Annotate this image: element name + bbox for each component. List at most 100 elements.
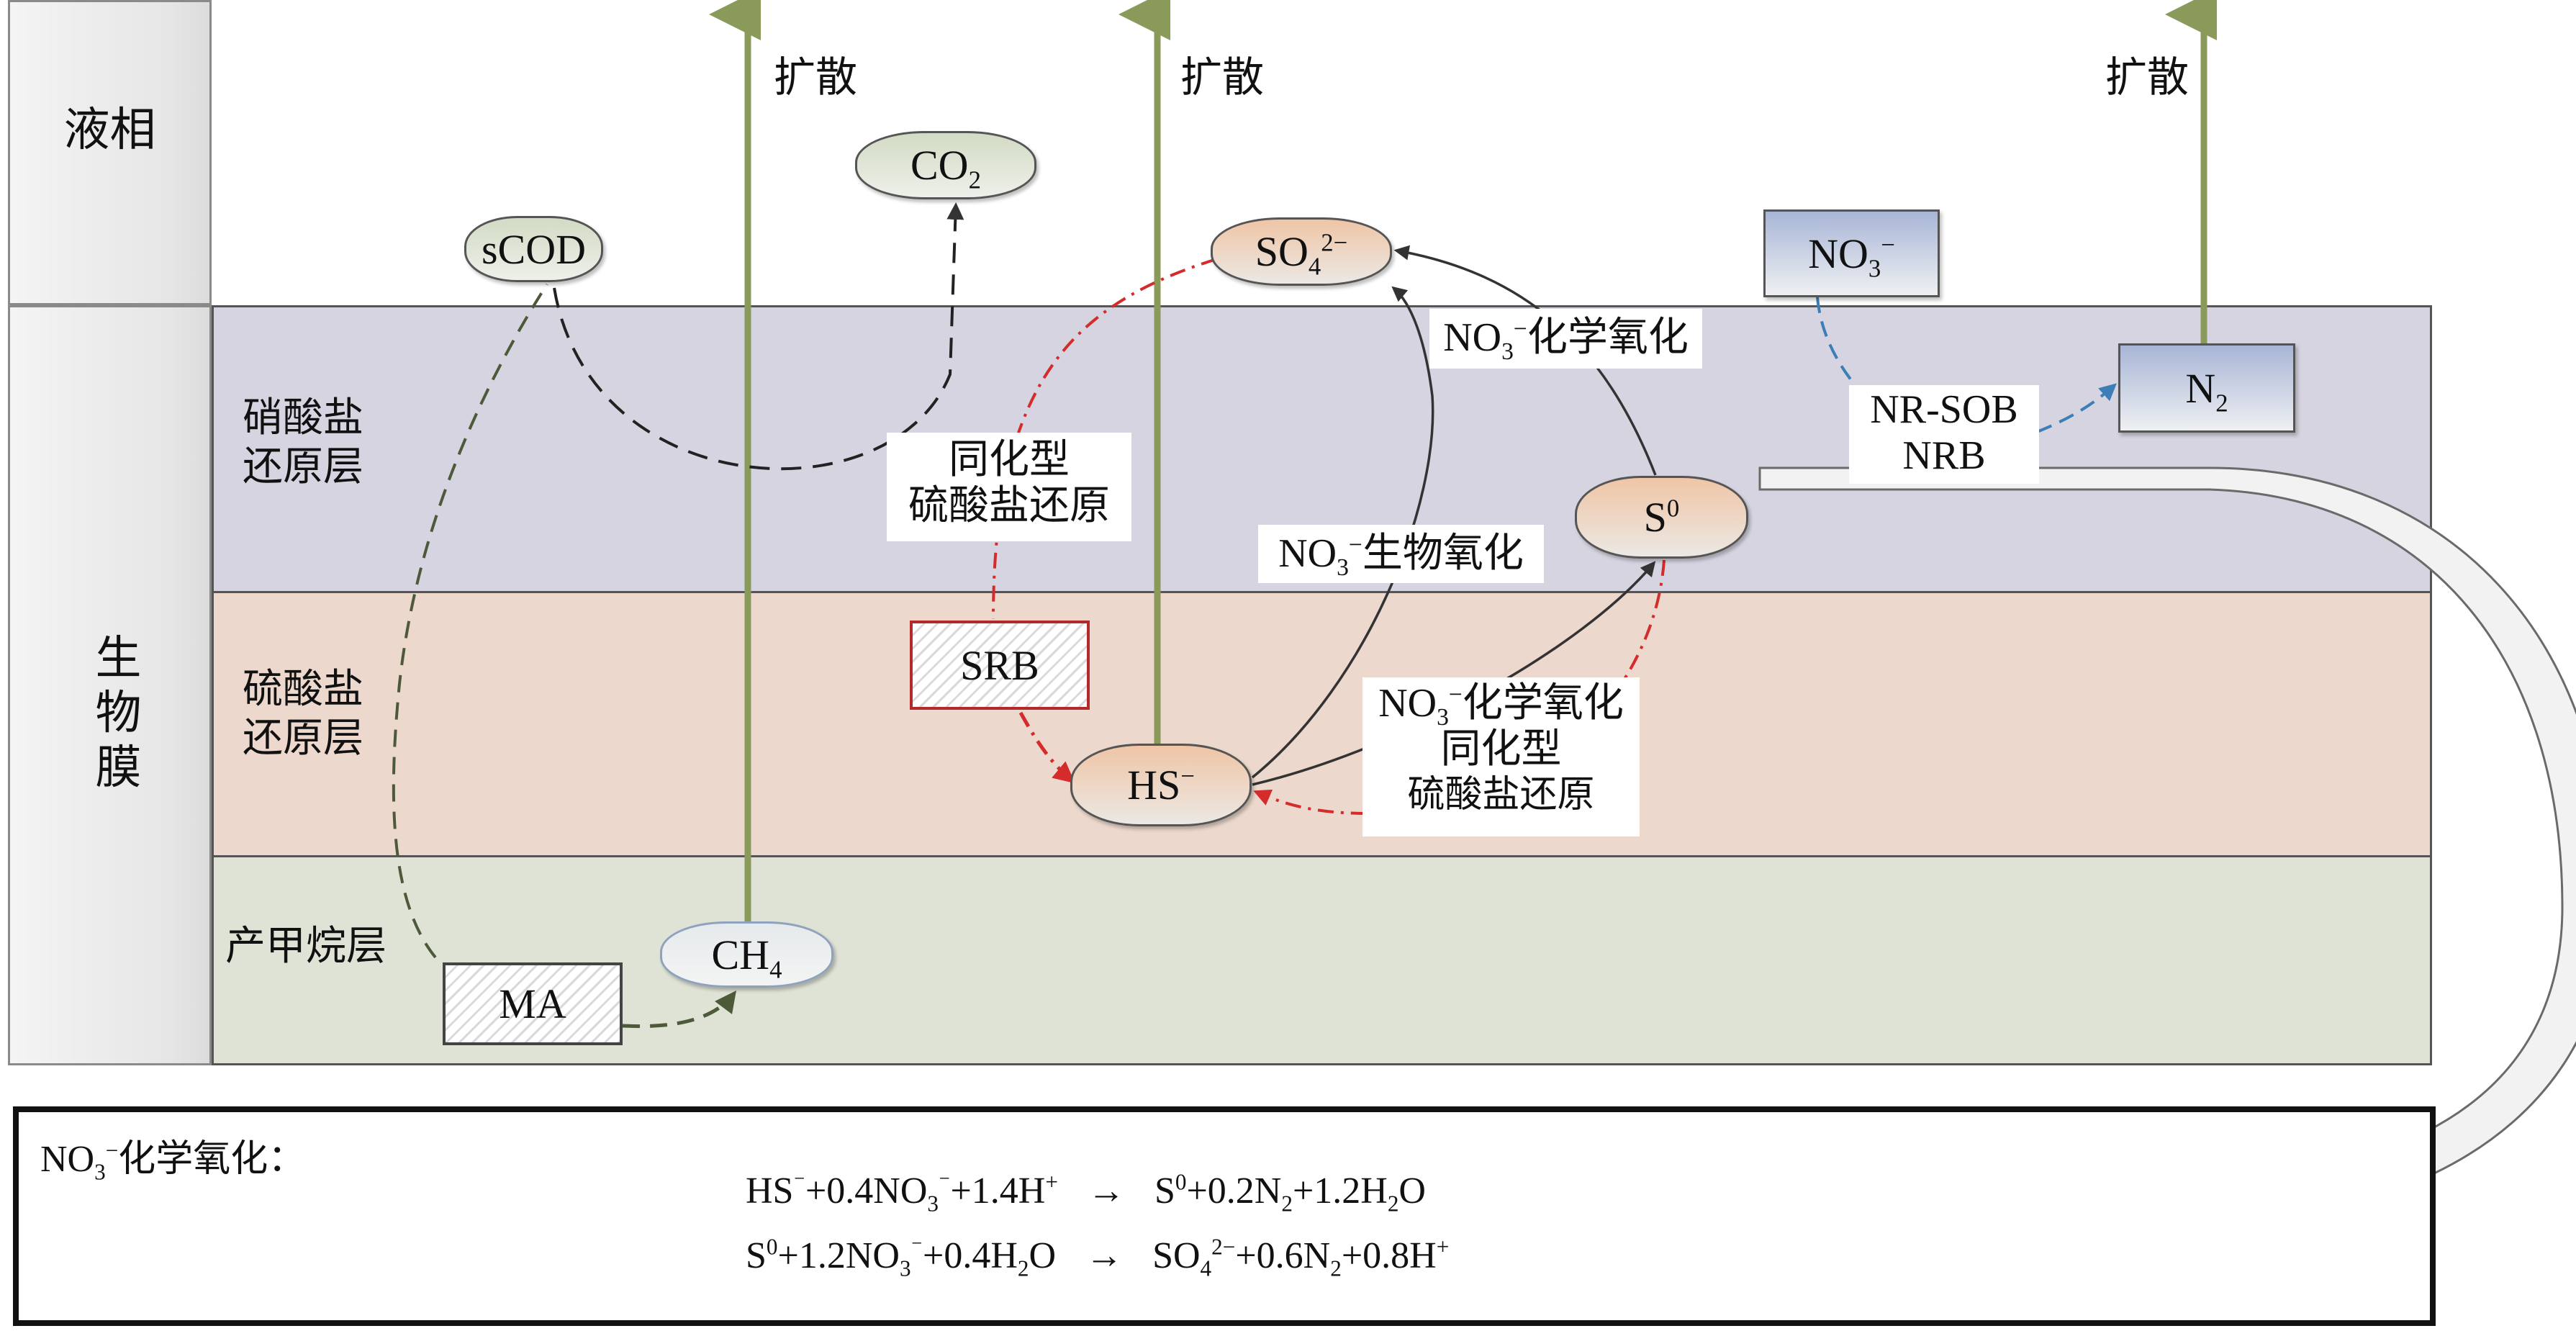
equations-eq2-lhs-4: ⁻: [910, 1234, 923, 1260]
nitrate-layer-label: 硝酸盐 还原层: [243, 394, 363, 492]
equations-eq1-lhs-2: +0.4NO: [805, 1170, 928, 1212]
no3-node: NO3−: [1763, 209, 1940, 297]
nr-sob-text: NR-SOB: [1870, 387, 2018, 432]
diffusion-label-hs: 扩散: [1180, 54, 1265, 101]
species-no3-base: NO: [1808, 230, 1868, 277]
species-n2-base: N: [2185, 364, 2216, 412]
species-so4-sup: 2−: [1321, 228, 1348, 257]
equations-eq2-rhs-6: +: [1436, 1234, 1450, 1260]
hs-text: HS−: [1127, 761, 1195, 809]
ma-box: MA: [443, 962, 623, 1045]
sulfate-reduction-layer: 硫酸盐 还原层: [212, 591, 2432, 857]
equations-box: NO3−化学氧化： HS⁻+0.4NO3⁻+1.4H+ → S0+0.2N2+1…: [13, 1106, 2436, 1326]
species-no3-base: NO: [40, 1139, 95, 1180]
s0-node: S0: [1575, 476, 1748, 559]
species-no3-sup: −: [105, 1137, 119, 1163]
scod-to-co2-arrow: [553, 202, 964, 471]
process-labels-no3-chem-oxidation: 化学氧化: [1462, 681, 1624, 726]
nitrate-layer-label-line1: 硝酸盐: [243, 396, 363, 441]
equations-title: NO3−化学氧化：: [40, 1128, 306, 1185]
equations-eq1-lhs-6: +: [1045, 1169, 1058, 1195]
assim-line1: 同化型: [949, 438, 1070, 482]
species-no3-sub: 3: [1337, 554, 1349, 582]
ch4-text: CH4: [711, 931, 782, 982]
nitrate-layer-label-line2: 还原层: [243, 445, 363, 489]
nr-sob-nrb-label: NR-SOB NRB: [1849, 385, 2039, 484]
species-no3-sub: 3: [1437, 704, 1449, 731]
species-s0-base: S: [1643, 494, 1667, 541]
species-so4-base: SO: [1255, 228, 1309, 275]
ma-to-scod-path: [392, 283, 548, 959]
equations-eq1-rhs-0: S: [1154, 1170, 1175, 1212]
srb-to-hs-arrow: [1018, 711, 1075, 784]
srb-text: SRB: [960, 641, 1039, 689]
lower-chem-oxidation: NO3−化学氧化: [1362, 680, 1640, 729]
equations-eq2-rhs-5: +0.8H: [1341, 1235, 1437, 1276]
ch4-node: CH4: [660, 921, 833, 988]
diffusion-label-n2: 扩散: [2105, 54, 2189, 101]
n2-node: N2: [2118, 343, 2295, 433]
equations-eq2-lhs-2: +1.2NO: [777, 1235, 900, 1276]
species-co2-base: CO: [910, 142, 969, 189]
srb-box: SRB: [910, 621, 1090, 710]
species-no3-sub: 3: [94, 1159, 106, 1185]
scod-text: sCOD: [481, 225, 587, 273]
scod-node: sCOD: [464, 216, 603, 282]
species-no3-base: NO: [1443, 315, 1502, 360]
equations-eq2-rhs-4: 2: [1330, 1255, 1342, 1281]
assimilatory-sulfate-reduction-label: 同化型 硫酸盐还原: [887, 433, 1131, 541]
sulfate-layer-label-line1: 硫酸盐: [243, 667, 363, 712]
hs-to-so4-bio-oxidation-arrow: [1251, 286, 1434, 779]
equations-eq2-rhs-0: SO: [1152, 1235, 1201, 1276]
liquid-phase-zone: 液相: [8, 0, 212, 305]
ma-text: MA: [499, 980, 566, 1027]
species-no3-sub: 3: [1868, 254, 1881, 283]
biofilm-zone: 生物膜: [8, 305, 212, 1065]
lower-process-label: NO3−化学氧化 同化型 硫酸盐还原: [1362, 677, 1640, 836]
lower-assim-line1: 同化型: [1440, 727, 1562, 772]
species-ch4-sub: 4: [769, 955, 782, 984]
equations-eq2-arrow: →: [1085, 1235, 1124, 1276]
species-so4-sub: 4: [1308, 252, 1321, 281]
equations-eq1-rhs-3: 2: [1281, 1191, 1293, 1217]
equations-title-suffix: 化学氧化：: [118, 1139, 306, 1180]
equations-eq2-lhs-7: O: [1029, 1235, 1057, 1276]
nrb-text: NRB: [1902, 433, 1986, 478]
species-hs-sup: −: [1180, 762, 1195, 790]
equations-eq2-rhs-2: 2−: [1211, 1234, 1236, 1260]
species-ch4-base: CH: [711, 931, 770, 978]
assim-line2: 硫酸盐还原: [908, 484, 1110, 528]
equations-eq2-lhs-1: 0: [766, 1234, 778, 1260]
ma-to-ch4-arrow: [622, 991, 737, 1029]
equations-eq1-rhs-2: +0.2N: [1186, 1170, 1282, 1212]
equations-eq2-lhs-6: 2: [1017, 1255, 1029, 1281]
liquid-phase-text: 液相: [63, 104, 156, 155]
so4-text: SO42−: [1255, 227, 1348, 279]
process-labels-no3-bio-oxidation: 生物氧化: [1362, 531, 1524, 576]
methanogenic-layer-label: 产甲烷层: [225, 924, 387, 969]
equations-eq1-arrow: →: [1087, 1170, 1125, 1212]
s0-text: S0: [1644, 493, 1680, 541]
n2-text: N2: [2185, 364, 2228, 415]
species-n2-sub: 2: [2215, 389, 2228, 418]
process-labels-no3-chem-oxidation: 化学氧化: [1527, 315, 1689, 360]
species-no3-sup: −: [1881, 230, 1895, 259]
equations-eq2-rhs-3: +0.6N: [1235, 1235, 1331, 1276]
equations-eq1-lhs-1: ⁻: [793, 1169, 805, 1195]
equations-eq1-rhs-1: 0: [1175, 1169, 1187, 1195]
equations-eq2-lhs-0: S: [746, 1235, 767, 1276]
equations-eq1-lhs-3: 3: [927, 1191, 939, 1217]
equations-eq1-rhs-6: O: [1398, 1170, 1426, 1212]
diffusion-label-ch4: 扩散: [774, 54, 858, 101]
sulfate-layer-label-line2: 还原层: [243, 716, 363, 761]
species-no3-sup: −: [1448, 681, 1463, 708]
no3-text: NO3−: [1808, 230, 1895, 281]
so4-node: SO42−: [1211, 217, 1392, 286]
equations-eq1-rhs-4: +1.2H: [1292, 1170, 1388, 1212]
species-no3-sup: −: [1513, 315, 1527, 343]
liquid-phase-label: 液相: [10, 103, 209, 158]
equations-eq1-lhs-0: HS: [746, 1170, 794, 1212]
species-co2-sub: 2: [968, 166, 981, 194]
species-no3-base: NO: [1278, 531, 1337, 576]
equations-eq2-lhs-3: 3: [899, 1255, 911, 1281]
